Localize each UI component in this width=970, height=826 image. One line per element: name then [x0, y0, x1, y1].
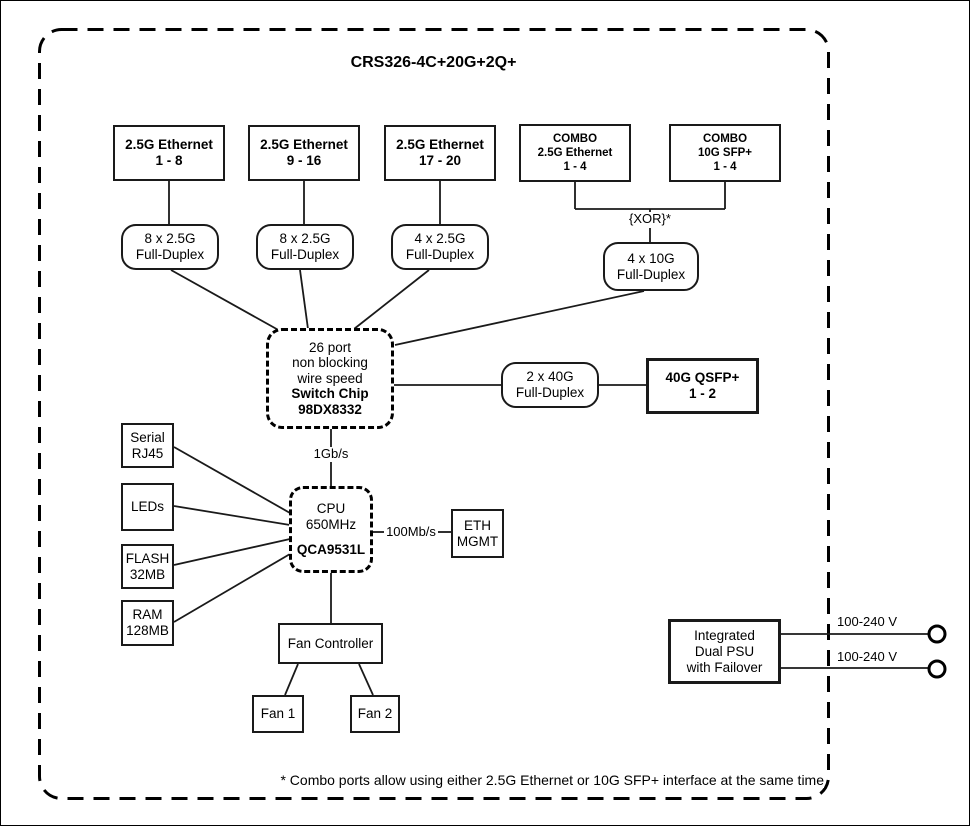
node-label-line: Fan 1	[260, 706, 296, 721]
node-label-line: 2.5G Ethernet	[125, 137, 213, 152]
node-duplex-4x2-5g: 4 x 2.5G Full-Duplex	[391, 224, 489, 270]
node-label-line: COMBO	[702, 133, 748, 145]
psu-voltage-label-2: 100-240 V	[837, 649, 897, 664]
node-label-line: RJ45	[131, 445, 164, 461]
node-label-line: 4 x 2.5G	[414, 231, 466, 246]
xor-label: {XOR}*	[629, 211, 671, 226]
node-label-line: 10G SFP+	[697, 147, 752, 159]
node-eth-ports-17-20: 2.5G Ethernet 17 - 20	[384, 125, 496, 181]
node-label-line: Dual PSU	[694, 643, 755, 659]
node-label-line: 2.5G Ethernet	[260, 137, 348, 152]
node-label-line: Full-Duplex	[616, 266, 686, 282]
node-label-line: 26 port	[308, 339, 352, 355]
node-label-line: RAM	[132, 607, 163, 622]
node-label-line: Full-Duplex	[405, 247, 475, 262]
node-label-line: wire speed	[297, 370, 363, 386]
node-duplex-4x10g: 4 x 10G Full-Duplex	[603, 242, 699, 291]
node-label-line: 1 - 4	[713, 161, 737, 173]
node-label-line: 8 x 2.5G	[144, 231, 196, 246]
node-label-line: 1 - 8	[155, 153, 183, 168]
node-eth-ports-1-8: 2.5G Ethernet 1 - 8	[113, 125, 225, 181]
power-inlet-2-icon	[927, 659, 947, 679]
node-label-line: 98DX8332	[298, 401, 362, 417]
device-boundary	[38, 28, 830, 800]
node-label-line: 40G QSFP+	[665, 370, 740, 385]
combo-ports-footnote: * Combo ports allow using either 2.5G Et…	[276, 772, 824, 788]
node-fan-controller: Fan Controller	[278, 623, 383, 664]
node-combo-eth-ports: COMBO 2.5G Ethernet 1 - 4	[519, 124, 631, 182]
node-duplex-8x2-5g-a: 8 x 2.5G Full-Duplex	[121, 224, 219, 270]
psu-voltage-label-1: 100-240 V	[837, 614, 897, 629]
node-label-line: LEDs	[130, 499, 164, 514]
node-eth-mgmt: ETH MGMT	[451, 509, 504, 558]
node-label-line: 2.5G Ethernet	[537, 147, 613, 159]
node-label-line: Full-Duplex	[135, 247, 205, 262]
mgmt-link-speed-label: 100Mb/s	[386, 524, 436, 539]
node-label-line: 9 - 16	[286, 153, 322, 168]
node-cpu: CPU 650MHz QCA9531L	[289, 486, 373, 573]
node-eth-ports-9-16: 2.5G Ethernet 9 - 16	[248, 125, 360, 181]
diagram-title: CRS326-4C+20G+2Q+	[350, 54, 517, 71]
node-psu: Integrated Dual PSU with Failover	[668, 619, 781, 684]
node-label-line: Full-Duplex	[270, 247, 340, 262]
power-inlet-1-icon	[927, 624, 947, 644]
node-fan-2: Fan 2	[350, 695, 400, 733]
node-label-line: ETH	[464, 517, 491, 533]
node-label-line: Full-Duplex	[515, 385, 585, 400]
node-duplex-2x40g: 2 x 40G Full-Duplex	[501, 362, 599, 408]
node-label-line: 128MB	[126, 623, 169, 638]
node-label-line: 8 x 2.5G	[279, 231, 331, 246]
node-qsfp-ports: 40G QSFP+ 1 - 2	[646, 358, 759, 414]
node-combo-sfp-ports: COMBO 10G SFP+ 1 - 4	[669, 124, 781, 182]
node-label-line: non blocking	[292, 355, 368, 371]
node-switch-chip: 26 port non blocking wire speed Switch C…	[266, 328, 394, 429]
node-label-line: 4 x 10G	[627, 250, 675, 266]
node-label-line: Fan Controller	[287, 635, 374, 651]
node-label-line: 1 - 4	[563, 161, 587, 173]
cpu-uplink-speed-label: 1Gb/s	[313, 446, 349, 461]
node-label-line: 32MB	[129, 566, 166, 582]
node-ram: RAM 128MB	[121, 600, 174, 646]
node-label-line: FLASH	[125, 550, 170, 566]
node-flash: FLASH 32MB	[121, 544, 174, 589]
node-label-line: 650MHz	[305, 517, 357, 532]
node-label-line: Serial	[130, 429, 165, 445]
node-label-line: Integrated	[694, 627, 755, 643]
node-label-line: CPU	[316, 501, 346, 516]
node-serial-rj45: Serial RJ45	[121, 423, 174, 468]
node-label-line: MGMT	[456, 533, 499, 549]
node-duplex-8x2-5g-b: 8 x 2.5G Full-Duplex	[256, 224, 354, 270]
node-label-line: Switch Chip	[291, 386, 369, 402]
node-label-line: COMBO	[552, 133, 598, 145]
node-label-line: 2 x 40G	[526, 369, 574, 384]
node-label-line: QCA9531L	[296, 542, 366, 557]
node-label-line: Fan 2	[357, 706, 393, 721]
node-label-line: 17 - 20	[418, 153, 462, 168]
node-label-line: 1 - 2	[688, 386, 716, 401]
node-fan-1: Fan 1	[252, 695, 304, 733]
node-label-line: with Failover	[686, 659, 763, 675]
node-leds: LEDs	[121, 483, 174, 531]
node-label-line: 2.5G Ethernet	[396, 137, 484, 152]
